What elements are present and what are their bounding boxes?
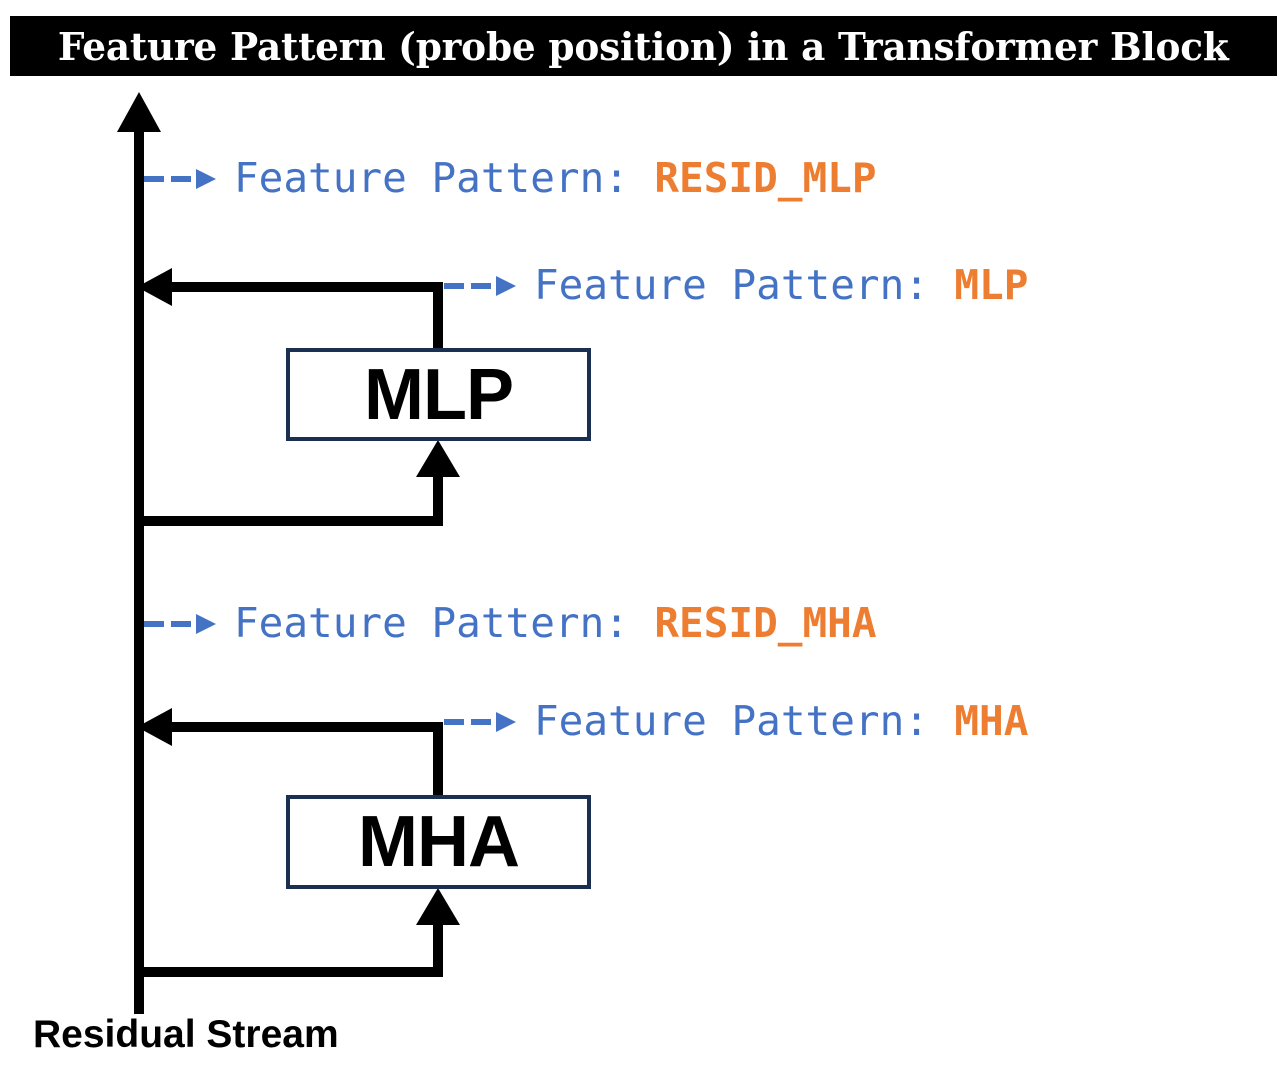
annotation-value: MLP [954, 261, 1029, 309]
annotation-resid-mha: Feature Pattern: RESID_MHA [144, 603, 877, 644]
mha-output-arrow [137, 708, 443, 797]
mha-block: MHA [286, 795, 591, 889]
mlp-block-label: MLP [364, 354, 514, 435]
mha-input-arrow [139, 888, 460, 977]
annotation-mlp: Feature Pattern: MLP [444, 265, 1028, 306]
residual-stream-label: Residual Stream [33, 1013, 339, 1056]
mlp-output-arrow [137, 268, 443, 350]
title-banner: Feature Pattern (probe position) in a Tr… [10, 16, 1277, 76]
annotation-prefix: Feature Pattern: [234, 154, 629, 202]
annotation-prefix: Feature Pattern: [534, 261, 929, 309]
annotation-value: RESID_MHA [654, 599, 877, 647]
residual-stream-line [117, 92, 161, 1014]
annotation-value: MHA [954, 697, 1029, 745]
page-title: Feature Pattern (probe position) in a Tr… [58, 23, 1229, 69]
mha-block-label: MHA [358, 802, 520, 882]
annotation-prefix: Feature Pattern: [234, 599, 629, 647]
annotation-prefix: Feature Pattern: [534, 697, 929, 745]
mlp-block: MLP [286, 348, 591, 441]
dashed-arrow-right-icon [444, 711, 516, 732]
dashed-arrow-right-icon [444, 275, 516, 296]
annotation-mha: Feature Pattern: MHA [444, 701, 1028, 742]
annotation-value: RESID_MLP [654, 154, 877, 202]
annotation-resid-mlp: Feature Pattern: RESID_MLP [144, 158, 877, 199]
dashed-arrow-right-icon [144, 168, 216, 189]
mlp-input-arrow [139, 440, 460, 526]
dashed-arrow-right-icon [144, 613, 216, 634]
